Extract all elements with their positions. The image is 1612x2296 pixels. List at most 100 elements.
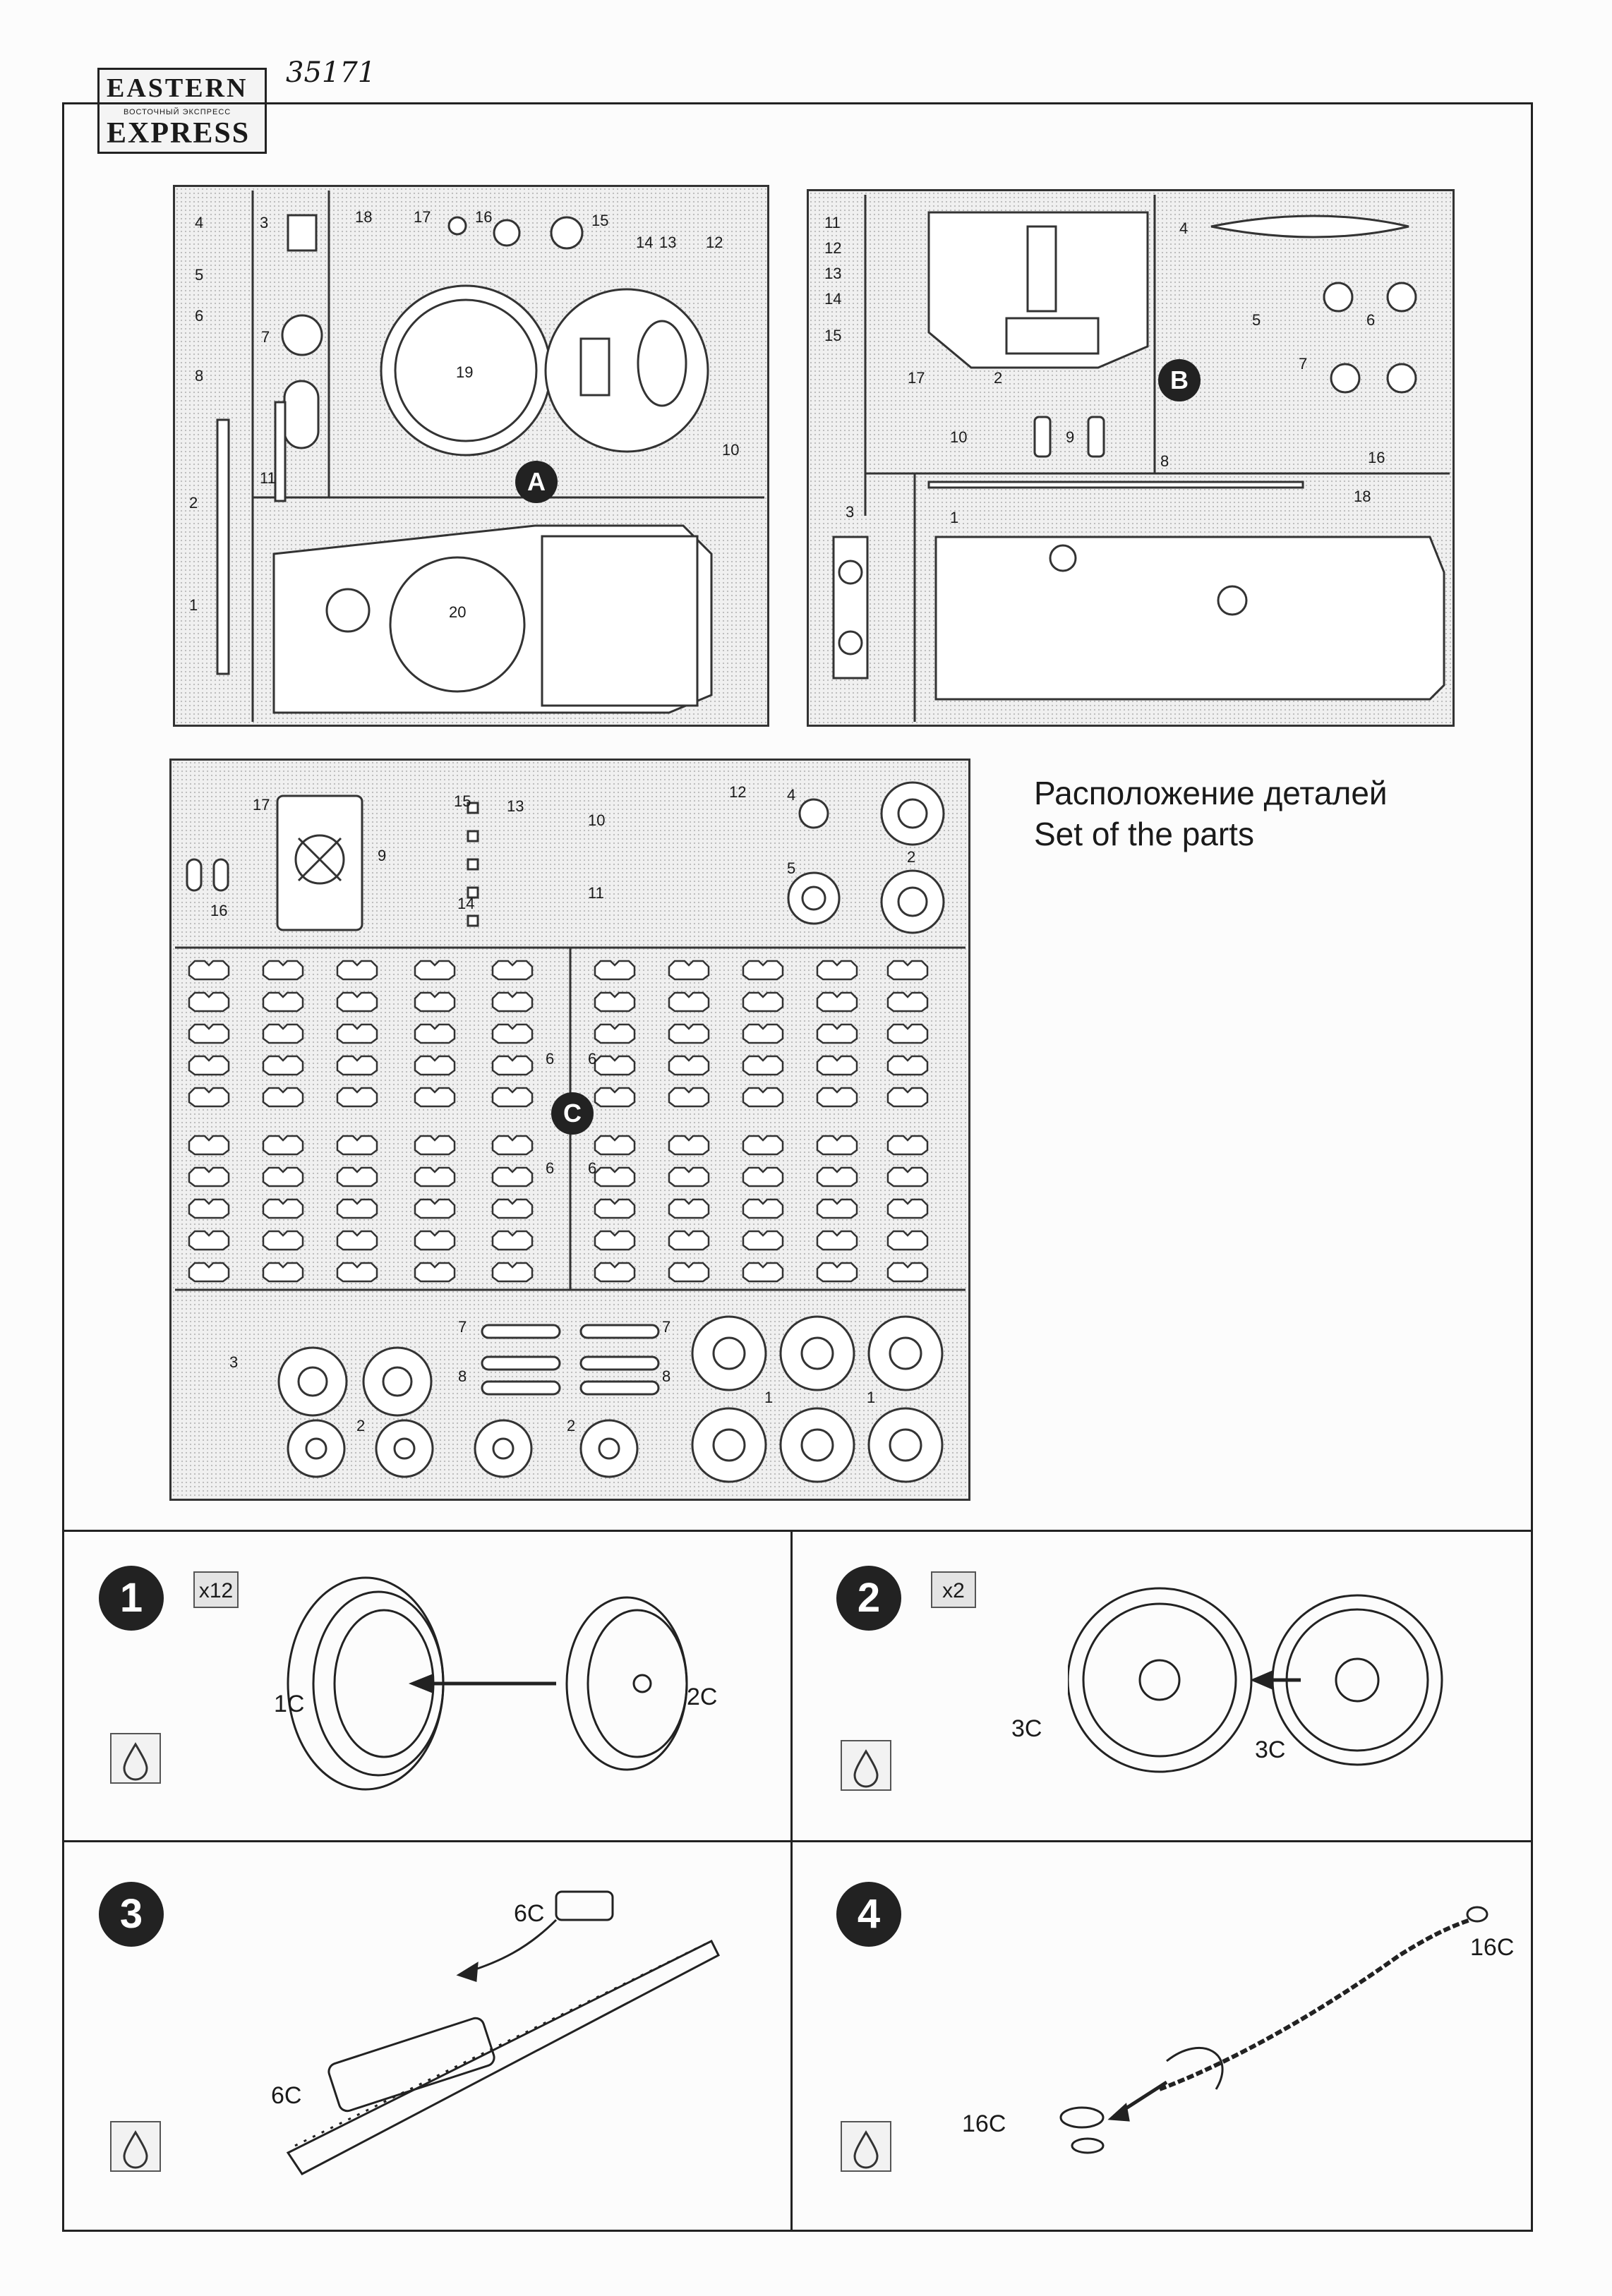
track-link: [742, 1055, 784, 1076]
track-link: [742, 960, 784, 981]
brand-line-3: EXPRESS: [107, 117, 251, 150]
track-link: [336, 1055, 378, 1076]
track-link: [742, 1198, 784, 1219]
track-link: [336, 1198, 378, 1219]
track-link: [886, 1166, 929, 1188]
part-number: 3: [846, 503, 855, 521]
track-link: [336, 1166, 378, 1188]
part-number: 8: [662, 1367, 671, 1385]
steps-vertical-rule: [790, 1530, 793, 2232]
track-link: [816, 1055, 858, 1076]
sprue-a: 4 5 6 8 2 1 3 7 11 18 17 16 15 14 13 12 …: [173, 185, 769, 727]
track-link: [262, 1230, 304, 1251]
track-link: [262, 1262, 304, 1283]
track-link: [594, 1230, 636, 1251]
brand-logo: EASTERN ВОСТОЧНЫЙ ЭКСПРЕСС EXPRESS: [97, 68, 267, 154]
part-number: 8: [1160, 452, 1169, 470]
part-number: 17: [253, 796, 270, 814]
part-number: 10: [588, 811, 606, 829]
track-link: [188, 1166, 230, 1188]
part-number: 7: [1299, 355, 1308, 373]
track-link: [594, 991, 636, 1013]
part-number: 1: [189, 596, 198, 614]
track-link: [414, 960, 456, 981]
step-1-wheel-drawing: [287, 1576, 688, 1791]
part-number: 4: [195, 214, 204, 231]
part-number: 18: [1354, 488, 1371, 505]
part-number: 5: [787, 859, 796, 877]
part-number: 15: [591, 212, 609, 229]
part-number: 4: [1179, 219, 1189, 237]
part-number: 16: [475, 208, 493, 226]
part-number: 6: [588, 1050, 597, 1068]
track-link: [414, 991, 456, 1013]
track-link: [594, 1166, 636, 1188]
part-number: 2: [994, 369, 1003, 387]
track-link: [188, 1230, 230, 1251]
page-frame: [62, 102, 1533, 2232]
sprue-b: 11 12 13 14 15 17 2 10 9 4 5 6 7 8 16 18…: [807, 189, 1455, 727]
step-4-part-label: 16C: [962, 2110, 1006, 2137]
track-link: [886, 1230, 929, 1251]
step-2: 2 x2 3C 3C: [793, 1532, 1533, 1840]
track-link: [668, 960, 710, 981]
part-number: 15: [454, 792, 471, 810]
sprue-c: 17 16 9 15 13 14 10 11 12 4 5 2 6 6 6 6 …: [169, 759, 970, 1501]
step-1-quantity: x12: [193, 1571, 239, 1608]
step-4-badge: 4: [836, 1882, 901, 1947]
track-link: [816, 1087, 858, 1108]
steps-top-rule: [62, 1530, 1533, 1532]
track-link: [886, 1262, 929, 1283]
glue-drop-icon: [841, 2121, 891, 2172]
track-link: [414, 1198, 456, 1219]
track-link: [668, 1135, 710, 1156]
track-link: [414, 1087, 456, 1108]
track-link: [336, 1262, 378, 1283]
track-link: [414, 1230, 456, 1251]
track-link: [668, 1055, 710, 1076]
set-title-ru: Расположение деталей: [1034, 775, 1388, 811]
track-link: [188, 960, 230, 981]
part-number: 17: [414, 208, 431, 226]
sprue-c-drawing: [175, 781, 966, 1483]
part-number: 7: [662, 1318, 671, 1336]
step-3-part-label: 6C: [271, 2082, 302, 2109]
track-link: [594, 1135, 636, 1156]
track-link: [262, 1055, 304, 1076]
part-number: 10: [950, 428, 968, 446]
part-number: 13: [659, 234, 677, 251]
track-link: [594, 960, 636, 981]
track-link: [886, 1198, 929, 1219]
steps-middle-rule: [62, 1840, 1533, 1842]
step-4: 4 16C 16C: [793, 1842, 1533, 2232]
part-number: 18: [355, 208, 373, 226]
track-link: [188, 1198, 230, 1219]
catalog-number: 35171: [286, 56, 376, 89]
track-link: [262, 1135, 304, 1156]
step-2-quantity: x2: [931, 1571, 976, 1608]
track-link: [491, 960, 534, 981]
part-number: 5: [1252, 311, 1261, 329]
part-number: 4: [787, 786, 796, 804]
step-1: 1 x12 1C 2C: [62, 1532, 790, 1840]
track-link: [594, 1055, 636, 1076]
track-link: [491, 991, 534, 1013]
track-link: [188, 1262, 230, 1283]
track-link: [816, 1262, 858, 1283]
part-number: 11: [588, 884, 604, 902]
track-link: [414, 1055, 456, 1076]
track-link: [668, 1262, 710, 1283]
part-number: 8: [195, 367, 204, 385]
track-link: [742, 1230, 784, 1251]
glue-drop-icon: [110, 2121, 161, 2172]
part-number: 8: [458, 1367, 467, 1385]
part-number: 7: [458, 1318, 467, 1336]
track-link: [262, 1166, 304, 1188]
track-link: [336, 1135, 378, 1156]
track-link: [886, 1135, 929, 1156]
part-number: 12: [729, 783, 747, 801]
part-number: 5: [195, 266, 204, 284]
part-number: 15: [824, 327, 842, 344]
glue-drop-icon: [841, 1740, 891, 1791]
part-number: 11: [260, 469, 276, 487]
